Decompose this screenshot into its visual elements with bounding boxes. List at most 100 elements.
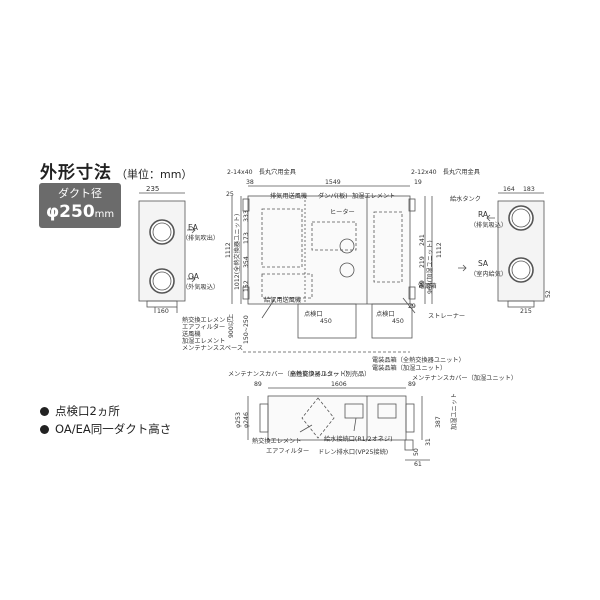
dim-89-right-text: 89 (408, 381, 416, 388)
maint-line-2: エアフィルター (182, 323, 225, 331)
ea-name: （排気吹出） (182, 234, 219, 242)
sa-arrow-icon (458, 264, 467, 272)
oa-arrow-icon (187, 275, 196, 283)
dim-19-text: 19 (414, 179, 422, 186)
dim-38-text: 38 (246, 179, 254, 186)
notes-list: 点検口2ヵ所 OA/EA同一ダクト高さ (40, 402, 171, 438)
heater-label: ヒーター (330, 208, 355, 216)
hifilter-label: 高性能フィルター（別売品） (290, 370, 370, 378)
left-side-view (138, 192, 186, 313)
plan-damper-box (311, 221, 357, 251)
humid-unit-v-text: 加湿ユニット (450, 393, 458, 430)
ra-code: RA (478, 210, 489, 219)
maint-cover-left-label: メンテナンスカバー（全熱交換器ユニット） (228, 370, 352, 378)
dia-246-text: φ246 (243, 412, 250, 428)
ra-name: （排気吸込） (470, 221, 507, 229)
front-right-duct (405, 403, 415, 433)
dim-354-text: 354 (243, 256, 250, 268)
dim-1549-text: 1549 (325, 179, 341, 186)
plan-hole-right-bottom (408, 286, 416, 300)
note-item: 点検口2ヵ所 (40, 402, 171, 420)
inspection-label-2: 点検口 (376, 310, 395, 318)
leader-line (261, 299, 275, 319)
left-width-text: 235 (146, 185, 159, 193)
exhaust-fan-label: 排気用送風機 (270, 192, 307, 200)
dim-219-text: 219 (419, 256, 426, 268)
elec-box-full-label: 電装品箱（全熱交換器ユニット） (372, 356, 465, 364)
plan-duct-circle (339, 238, 355, 254)
maint-line-3: 送風機 (182, 330, 201, 338)
dim-52-text: 52 (545, 290, 552, 298)
oa-code: OA (188, 272, 200, 281)
heat-element-label: 熱交換エレメント (252, 437, 302, 445)
sa-name: （室内給気） (470, 270, 507, 278)
supply-fan-label: 給気用送風機 (264, 296, 301, 304)
dim-387-text: 387 (435, 416, 442, 428)
inspection-opening-right (371, 303, 413, 339)
bullet-icon (40, 406, 49, 416)
dim-29-text: 29 (408, 303, 416, 310)
power-box-label: 電源箱 (418, 282, 437, 290)
dim-31-text: 31 (425, 438, 432, 446)
duct-label: ダクト径 (58, 187, 102, 200)
maint-line-4: 加湿エレメント (182, 337, 225, 345)
page-title: 外形寸法 （単位：mm） (40, 158, 192, 183)
dim-152-text: 152 (243, 280, 250, 292)
dim-61-text: 61 (414, 461, 422, 468)
left-bottom-dim-text: 160 (157, 308, 169, 315)
oa-duct-inner (152, 271, 172, 291)
plan-exhaust-fan-box (261, 208, 303, 268)
ea-arrow-icon (187, 226, 196, 234)
right-side-view (497, 192, 545, 308)
title-unit: （単位：mm） (116, 168, 193, 181)
front-view (247, 387, 430, 461)
plan-hole-left-top (242, 198, 250, 212)
dim-150-250-text: 150~250 (243, 315, 250, 344)
plan-duct-circle (339, 262, 355, 278)
ra-duct-circle (508, 205, 534, 231)
ea-duct-circle (149, 219, 175, 245)
leader-line (299, 424, 313, 433)
oa-name: （外気吸込） (182, 283, 219, 291)
dim-1012-text: 1012(全熱交換器ユニット) (233, 214, 241, 290)
duct-value-unit: mm (94, 209, 115, 220)
dim-900-text: 900以上 (227, 314, 235, 338)
front-left-duct (259, 403, 269, 433)
maint-line-1: 熱交換エレメント (182, 316, 232, 324)
plan-supply-fan-box (261, 273, 313, 299)
dim-164-text: 164 (503, 186, 515, 193)
sa-duct-inner (511, 260, 531, 280)
dim-215-text: 215 (520, 308, 532, 315)
inspection-size-2: 450 (392, 318, 404, 325)
strainer-label: ストレーナー (428, 313, 465, 320)
damper-label: ダンパ(板) (318, 192, 348, 200)
inspection-label-1: 点検口 (304, 310, 323, 318)
note-text: OA/EA同一ダクト高さ (55, 422, 172, 436)
water-tank-label: 給水タンク (450, 195, 481, 203)
dim-25-text: 25 (226, 191, 234, 198)
title-main: 外形寸法 (40, 163, 112, 183)
humid-element-label: 加湿エレメント (352, 192, 395, 200)
dim-1112-right-text: 1112 (436, 242, 443, 258)
bullet-icon (40, 424, 49, 434)
front-heat-element (301, 397, 335, 439)
leader-line (402, 297, 416, 314)
maint-line-5: メンテナンススペース (182, 345, 243, 352)
duct-diameter-badge: ダクト径 φ250mm (39, 183, 121, 228)
hole-right-text: 2-12x40 長丸穴用金具 (411, 168, 480, 176)
drain-label: ドレン排水口(VP25接続) (318, 448, 388, 456)
dim-183-text: 183 (523, 186, 535, 193)
inspection-size-1: 450 (320, 318, 332, 325)
maint-cover-right-label: メンテナンスカバー（加湿ユニット） (412, 374, 517, 382)
front-drain-port (404, 439, 414, 451)
inspection-opening-left (297, 303, 357, 339)
hole-left-text: 2-14x40 長丸穴用金具 (227, 168, 296, 176)
sa-code: SA (478, 259, 489, 268)
dim-50-text: 50 (413, 448, 420, 456)
note-text: 点検口2ヵ所 (55, 404, 120, 418)
plan-outer-frame (247, 195, 411, 305)
dim-333-text: 333 (243, 210, 250, 222)
oa-duct-circle (149, 268, 175, 294)
dim-241-text: 241 (419, 234, 426, 246)
note-item: OA/EA同一ダクト高さ (40, 420, 171, 438)
